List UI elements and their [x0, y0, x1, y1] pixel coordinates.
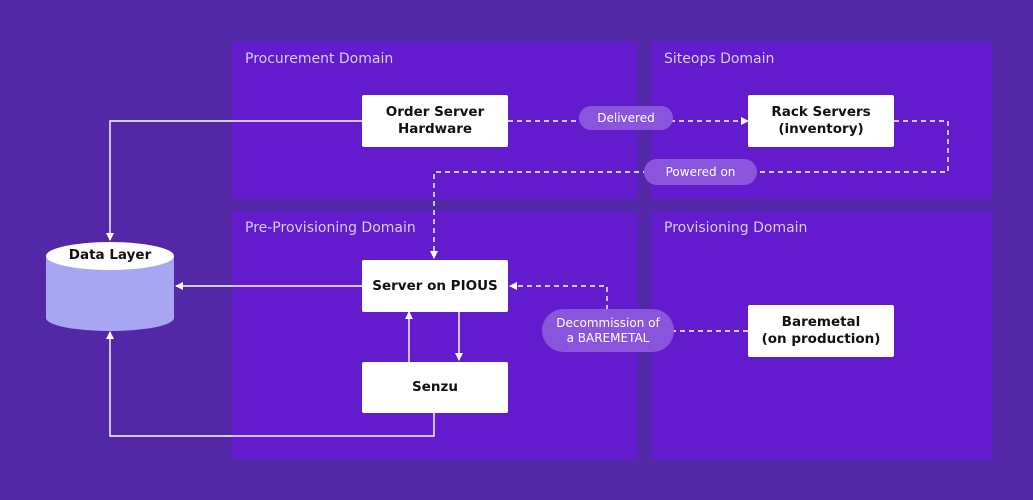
delivered-label: Delivered: [579, 106, 673, 130]
senzu-node[interactable]: Senzu: [362, 362, 508, 413]
order-server-hardware-node[interactable]: Order Server Hardware: [362, 95, 508, 147]
server-on-pious-node[interactable]: Server on PIOUS: [362, 260, 508, 312]
edge-baremetal-to-pious: [509, 282, 748, 332]
datalayer-label: Data Layer: [68, 247, 152, 263]
database-shape: [46, 242, 174, 331]
provisioning-domain-title: Provisioning Domain: [664, 220, 808, 236]
baremetal-node[interactable]: Baremetal (on production): [748, 305, 894, 357]
rack-servers-node[interactable]: Rack Servers (inventory): [748, 95, 894, 147]
preprovisioning-domain-title: Pre-Provisioning Domain: [245, 220, 416, 236]
edge-rack-to-pious: [430, 120, 949, 259]
siteops-domain-title: Siteops Domain: [664, 51, 775, 67]
powered-on-label: Powered on: [644, 159, 757, 185]
procurement-domain-title: Procurement Domain: [245, 51, 394, 67]
edge-senzu-to-datalayer: [106, 331, 435, 437]
decommission-label: Decommission of a BAREMETAL: [542, 309, 674, 352]
edge-order-to-datalayer: [106, 120, 362, 241]
